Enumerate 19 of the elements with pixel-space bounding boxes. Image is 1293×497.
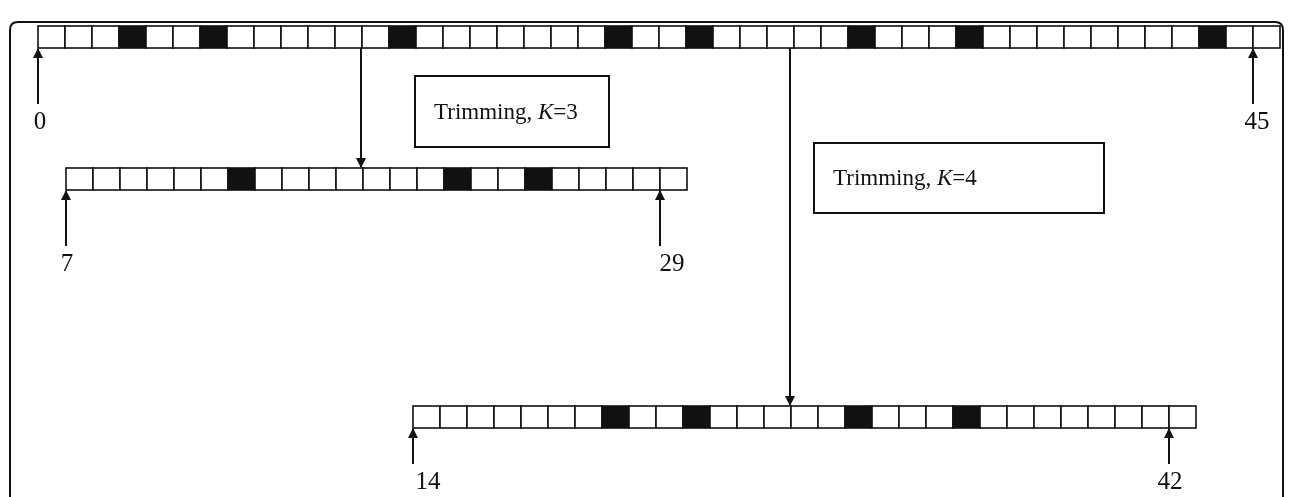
sequence-bar: [37, 25, 1281, 49]
pointer-arrow: [408, 428, 418, 465]
position-number: 42: [1150, 468, 1190, 494]
position-number: 29: [652, 250, 692, 276]
position-number: 45: [1237, 108, 1277, 134]
sequence-bar: [65, 167, 688, 191]
pointer-arrow: [61, 190, 71, 247]
pointer-arrow: [1248, 48, 1258, 105]
pointer-arrow: [655, 190, 665, 247]
pointer-arrow: [33, 48, 43, 105]
arrow: [356, 47, 366, 168]
step-label-box: Trimming, K=4: [813, 142, 1105, 214]
position-number: 14: [408, 468, 448, 494]
pointer-arrow: [1164, 428, 1174, 465]
position-number: 0: [20, 108, 60, 134]
arrow: [785, 47, 795, 406]
step-label-box: Trimming, K=3: [414, 75, 610, 148]
position-number: 7: [47, 250, 87, 276]
sequence-bar: [412, 405, 1197, 429]
